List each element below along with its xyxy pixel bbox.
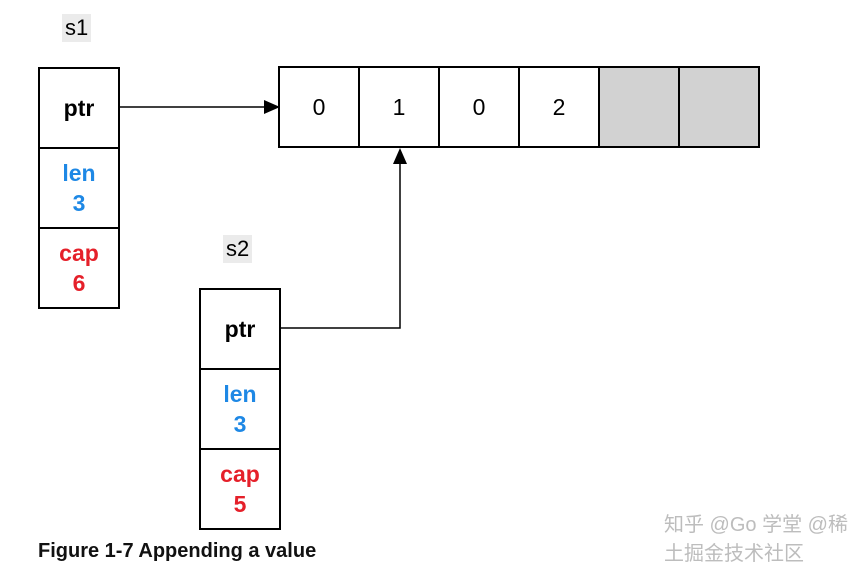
pointer-arrows [120,100,407,329]
s1-cap-value: 6 [72,270,86,296]
array-cell-1: 1 [358,66,440,148]
s1-ptr-field: ptr [38,67,120,149]
s2-cap-value: 5 [233,491,247,517]
s2-cap-label: cap [220,461,260,487]
s2-ptr-arrow-head [393,148,407,164]
s1-len-label: len [62,160,96,186]
s1-ptr-arrow-head [264,100,280,114]
s2-ptr-field: ptr [199,288,281,370]
s1-len-field: len 3 [38,147,120,229]
s2-len-field: len 3 [199,368,281,450]
array-cell-2: 0 [438,66,520,148]
array-cell-5-empty [678,66,760,148]
s1-label: s1 [62,14,92,42]
s2-cap-field: cap 5 [199,448,281,530]
s1-len-value: 3 [72,190,86,216]
watermark: 知乎 @Go 学堂 @稀土掘金技术社区 [664,514,848,565]
array-cell-3: 2 [518,66,600,148]
s2-ptr-arrow-line [281,162,401,329]
s2-len-value: 3 [233,411,247,437]
s1-ptr-label: ptr [63,95,95,121]
s2-len-label: len [223,381,257,407]
s2-label: s2 [223,235,253,263]
s2-ptr-label: ptr [224,316,256,342]
figure-caption: Figure 1-7 Appending a value [38,540,317,562]
s1-cap-field: cap 6 [38,227,120,309]
s1-cap-label: cap [59,240,99,266]
